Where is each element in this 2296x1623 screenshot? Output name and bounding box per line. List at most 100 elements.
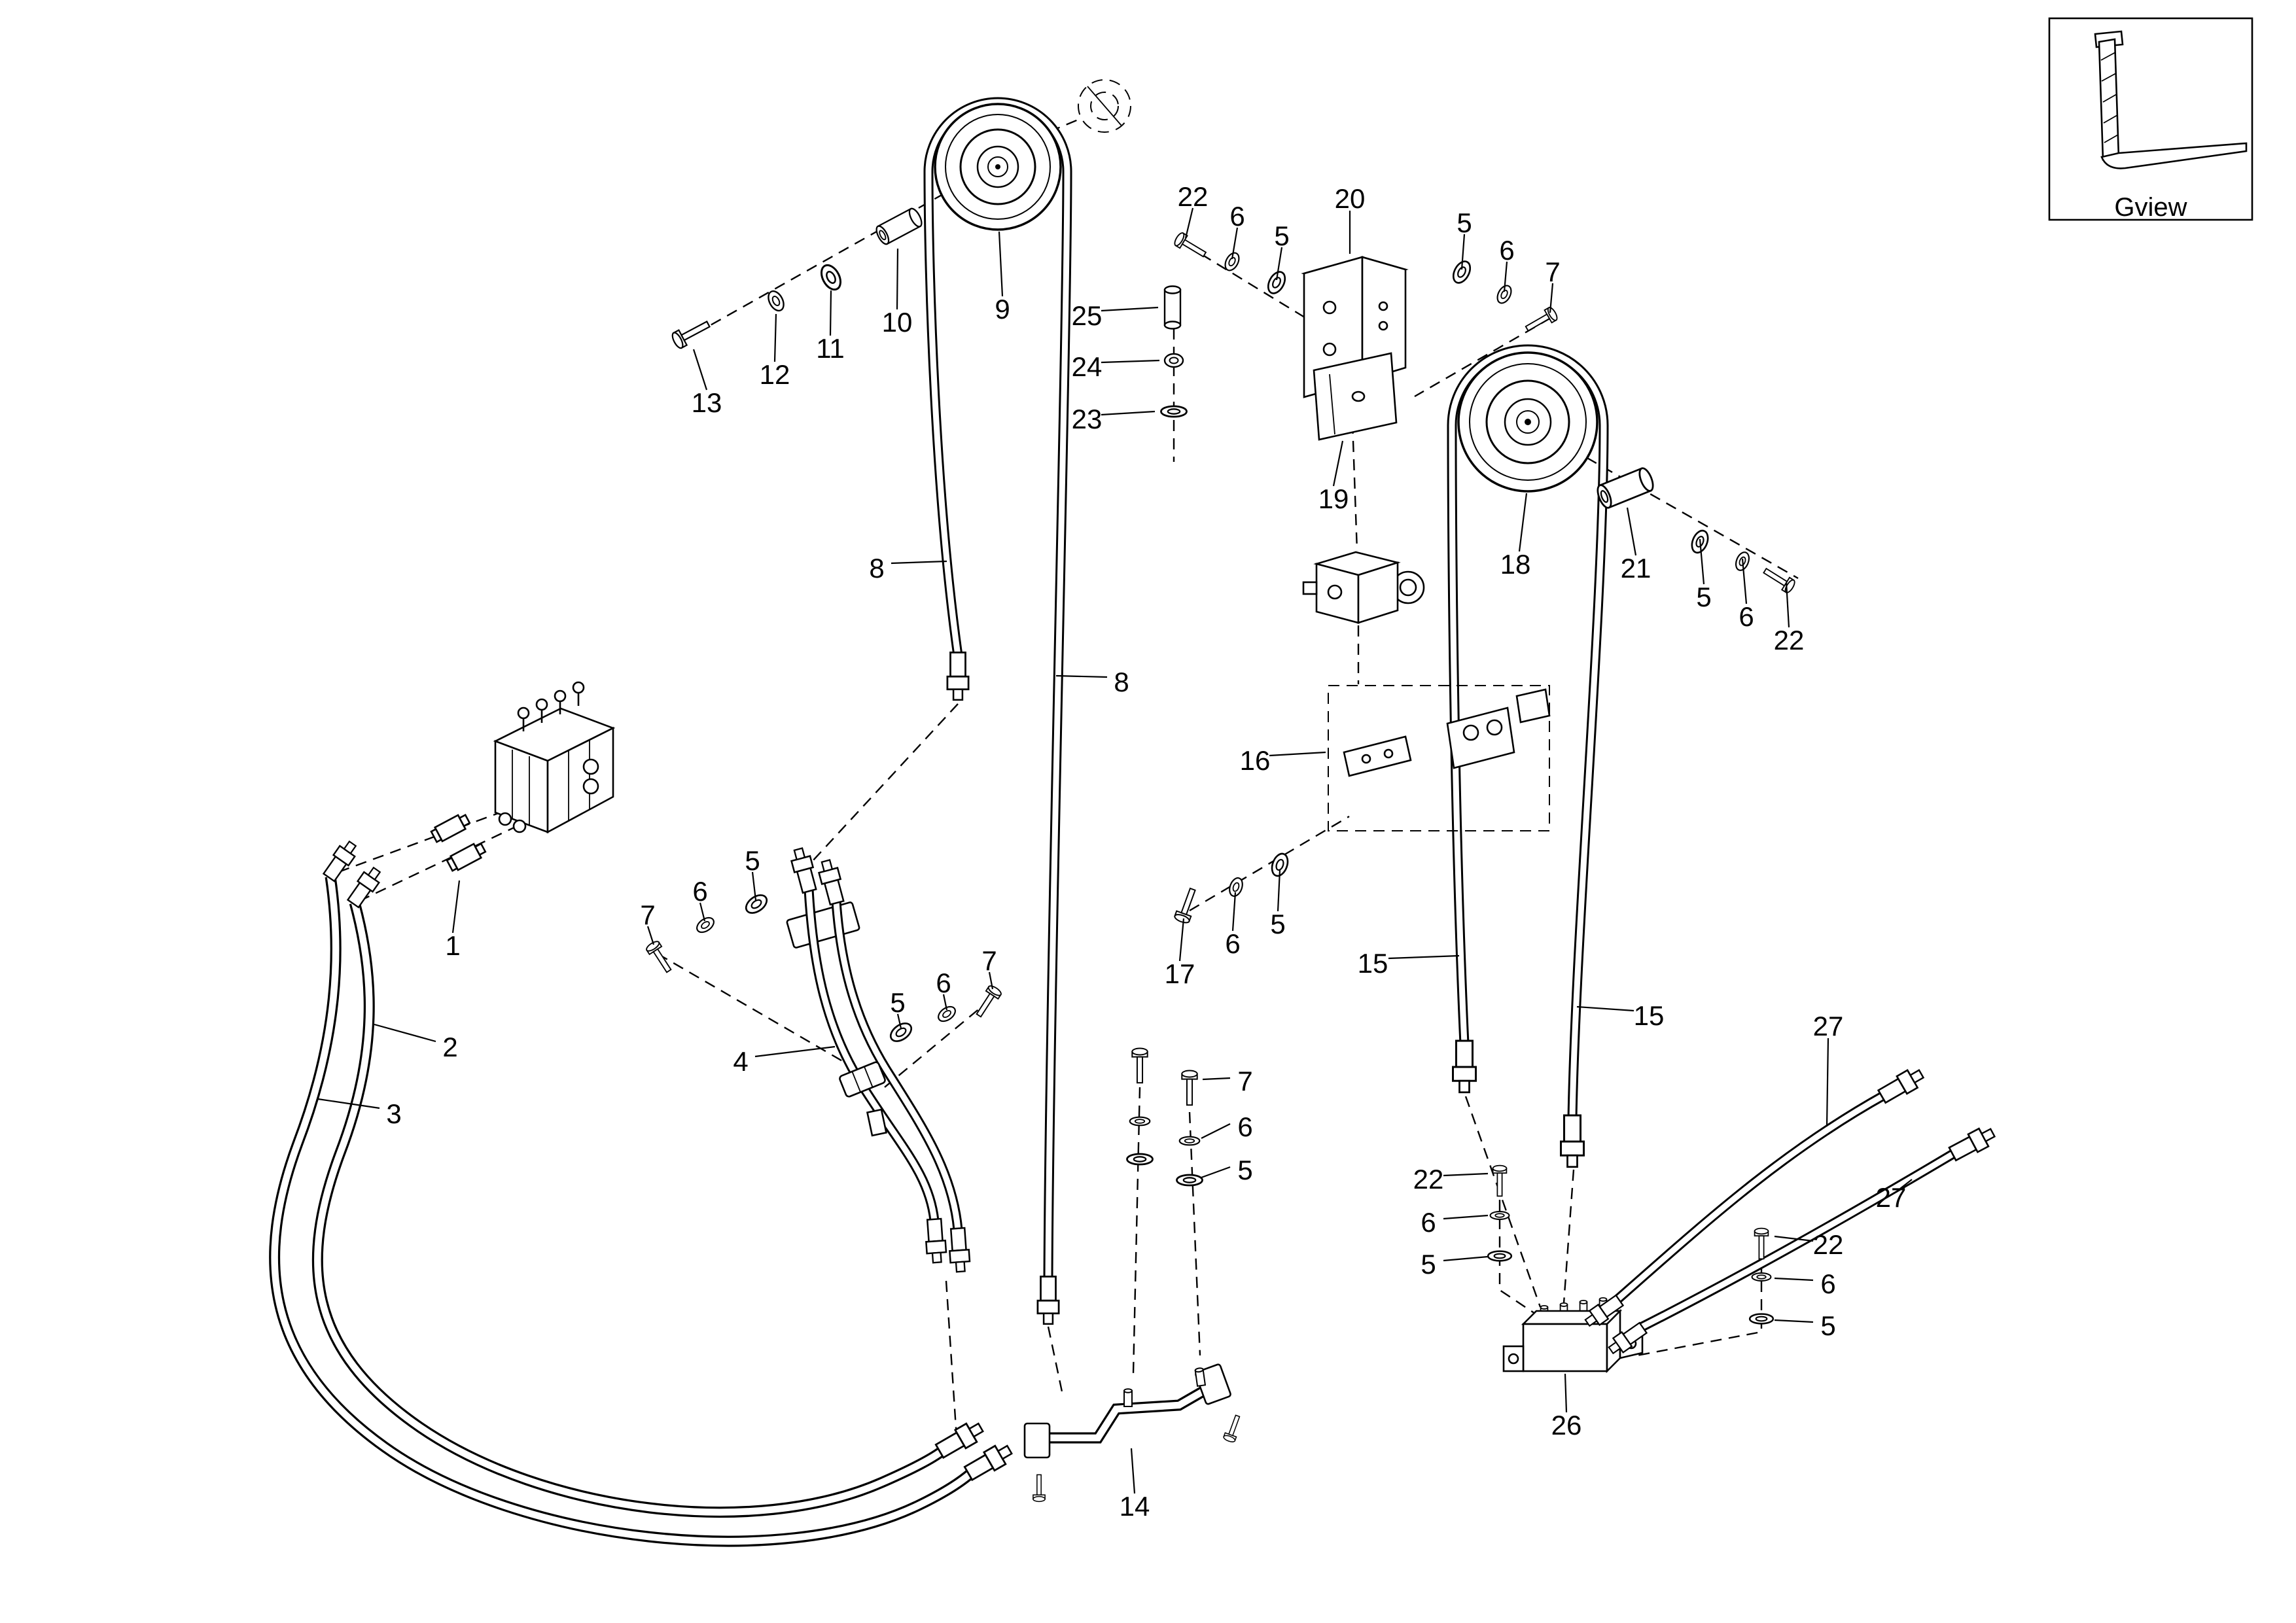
callout-20: 20 [1335, 183, 1366, 214]
callout-7: 7 [1237, 1066, 1252, 1096]
callout-leader-5 [1443, 1255, 1489, 1262]
callout-5: 5 [1270, 909, 1285, 939]
callout-5: 5 [1820, 1310, 1835, 1341]
callout-leader-8 [891, 560, 947, 565]
callout-leader-5 [1201, 1166, 1231, 1179]
callout-6: 6 [1421, 1207, 1436, 1238]
callout-8: 8 [869, 553, 884, 584]
callout-leader-15 [1576, 1005, 1634, 1012]
callout-5: 5 [890, 987, 905, 1018]
callout-leader-8 [1055, 674, 1108, 678]
callout-6: 6 [1229, 201, 1245, 232]
callout-leader-5 [896, 1013, 902, 1029]
callout-leader-18 [1518, 493, 1528, 552]
callout-leader-6 [699, 902, 706, 922]
hose-8-loop [928, 102, 1067, 1280]
gview-legend: Gview [2048, 17, 2253, 222]
callout-leader-14 [1130, 1448, 1136, 1494]
callout-3: 3 [386, 1098, 401, 1129]
callout-21: 21 [1621, 553, 1651, 584]
callout-leader-6 [1443, 1214, 1489, 1220]
callout-leader-6 [1201, 1123, 1231, 1139]
callout-leader-9 [998, 231, 1004, 297]
block-26 [1502, 1297, 1644, 1374]
callout-leader-10 [896, 248, 899, 310]
hose-guide [866, 1108, 888, 1137]
clamp-set-16 [1328, 685, 1551, 831]
callout-leader-26 [1564, 1373, 1568, 1413]
callout-15: 15 [1634, 1000, 1665, 1031]
callout-15: 15 [1358, 948, 1388, 979]
callout-leader-5 [751, 871, 757, 901]
callout-leader-22 [1184, 207, 1194, 239]
callout-leader-21 [1626, 507, 1637, 556]
pulley-18 [1457, 351, 1598, 493]
callout-6: 6 [936, 968, 951, 998]
callout-22: 22 [1774, 625, 1805, 655]
callout-leader-5 [1460, 234, 1466, 270]
callout-6: 6 [1739, 601, 1754, 632]
callout-leader-17 [1178, 918, 1185, 962]
callout-11: 11 [816, 333, 845, 364]
gview-label: Gview [2114, 193, 2187, 222]
callout-22: 22 [1813, 1229, 1844, 1260]
callout-22: 22 [1413, 1164, 1444, 1195]
callout-7: 7 [640, 899, 655, 930]
callout-leader-5 [1275, 247, 1283, 281]
fasteners [644, 205, 1797, 1325]
callout-leader-5 [1774, 1319, 1814, 1323]
hose-clamp [839, 1061, 886, 1098]
callout-17: 17 [1165, 958, 1195, 989]
callout-6: 6 [1225, 928, 1240, 959]
callout-leader-3 [317, 1098, 380, 1109]
callout-13: 13 [692, 387, 722, 418]
callout-leader-7 [1549, 283, 1554, 313]
callout-leader-13 [692, 349, 708, 391]
callout-leader-6 [942, 994, 948, 1011]
callout-leader-6 [1231, 227, 1239, 260]
callout-leader-6 [1231, 892, 1237, 932]
hose-clamp-plate [786, 901, 860, 949]
callout-6: 6 [692, 876, 707, 907]
callout-leader-1 [451, 880, 461, 934]
callout-leader-6 [1503, 261, 1508, 292]
callout-leader-2 [374, 1023, 436, 1043]
callout-5: 5 [745, 845, 760, 876]
callout-5: 5 [1421, 1249, 1436, 1280]
callout-6: 6 [1237, 1111, 1252, 1142]
callout-leader-23 [1101, 410, 1156, 416]
callout-1: 1 [445, 930, 460, 961]
callout-leader-27 [1826, 1038, 1829, 1127]
fitting-1a [430, 813, 471, 843]
callout-leader-16 [1269, 751, 1326, 757]
callout-18: 18 [1500, 549, 1531, 580]
callout-5: 5 [1457, 207, 1472, 238]
callout-leader-24 [1101, 359, 1160, 364]
manifold-14 [1023, 1363, 1244, 1503]
callout-leader-7 [646, 926, 655, 945]
callout-leader-11 [829, 290, 832, 336]
callout-leader-19 [1332, 440, 1344, 487]
callout-22: 22 [1178, 181, 1209, 212]
callout-leader-7 [1202, 1077, 1231, 1081]
callout-5: 5 [1237, 1155, 1252, 1185]
callout-leader-22 [1443, 1172, 1489, 1177]
callout-leader-7 [988, 971, 994, 990]
callout-19: 19 [1318, 483, 1349, 514]
callout-2: 2 [442, 1032, 457, 1062]
callout-24: 24 [1072, 351, 1103, 382]
callout-4: 4 [733, 1046, 748, 1077]
callout-7: 7 [981, 945, 997, 976]
callout-5: 5 [1696, 582, 1711, 612]
callout-25: 25 [1072, 300, 1103, 331]
callout-6: 6 [1820, 1268, 1835, 1299]
callout-9: 9 [995, 294, 1010, 324]
callout-leader-15 [1388, 954, 1460, 960]
callout-leader-12 [773, 313, 777, 362]
callout-26: 26 [1551, 1410, 1582, 1440]
callout-14: 14 [1120, 1491, 1150, 1522]
callout-12: 12 [760, 359, 790, 390]
